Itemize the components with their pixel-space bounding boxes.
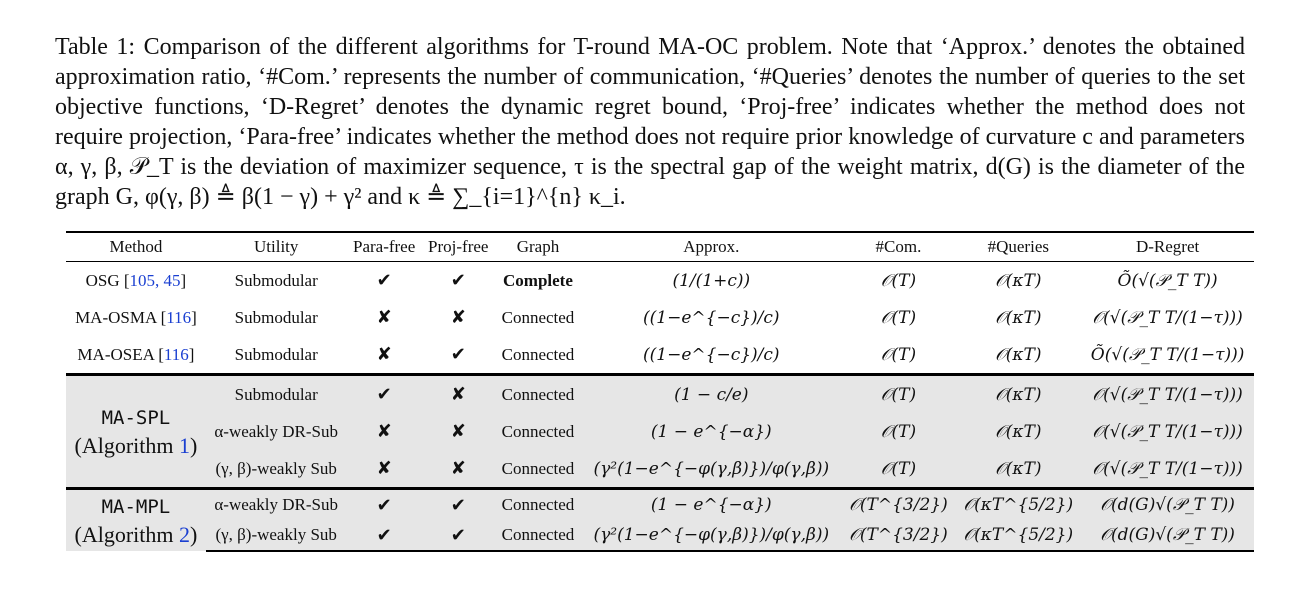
queries-cell: 𝒪(κT) (955, 450, 1082, 489)
dregret-cell: 𝒪(d(G)√(𝒫_T T)) (1081, 520, 1254, 552)
para-free-mark: ✘ (346, 413, 422, 450)
method-cell-ma-spl: MA-SPL (Algorithm 1) (66, 373, 206, 489)
dregret-cell: 𝒪(√(𝒫_T T/(1−τ))) (1081, 373, 1254, 413)
method-cell: MA-OSEA [116] (77, 344, 195, 364)
utility-cell: Submodular (234, 307, 318, 327)
utility-cell: Submodular (205, 373, 347, 413)
graph-cell: Connected (494, 373, 582, 413)
proj-free-mark: ✔ (450, 270, 466, 291)
approx-cell: (γ²(1−e^{−φ(γ,β)})/φ(γ,β)) (581, 450, 842, 489)
com-cell: 𝒪(T^{3/2}) (841, 487, 956, 520)
col-graph: Graph (494, 231, 582, 262)
proj-free-mark: ✘ (421, 373, 495, 413)
method-cell: OSG [105, 45] (85, 270, 187, 290)
com-cell: 𝒪(T) (841, 373, 956, 413)
table-header-row: Method Utility Para-free Proj-free Graph… (66, 231, 1254, 262)
utility-cell: Submodular (234, 270, 318, 290)
col-approx: Approx. (581, 231, 842, 262)
table-row: MA-MPL (Algorithm 2) α-weakly DR-Sub ✔ ✔… (66, 487, 1254, 551)
col-dregret: D-Regret (1081, 231, 1254, 262)
graph-cell: Connected (494, 413, 582, 450)
com-cell: 𝒪(T) (880, 307, 917, 328)
queries-cell: 𝒪(κT) (955, 373, 1082, 413)
algorithm-link[interactable]: 2 (179, 521, 190, 547)
utility-cell: (γ, β)-weakly Sub (205, 450, 347, 489)
approx-cell: ((1−e^{−c})/c) (643, 307, 780, 328)
com-cell: 𝒪(T^{3/2}) (841, 520, 956, 552)
graph-cell: Complete (503, 270, 573, 290)
table-row: MA-OSEA [116] Submodular ✘ ✔ Connected (… (66, 336, 1254, 375)
caption-label: Table 1: (55, 34, 136, 60)
para-free-mark: ✘ (376, 344, 392, 365)
com-cell: 𝒪(T) (841, 450, 956, 489)
approx-cell: (γ²(1−e^{−φ(γ,β)})/φ(γ,β)) (581, 520, 842, 552)
proj-free-mark: ✔ (421, 487, 495, 520)
com-cell: 𝒪(T) (880, 270, 917, 291)
queries-cell: 𝒪(κT) (995, 344, 1042, 365)
dregret-cell: 𝒪(√(𝒫_T T/(1−τ))) (1081, 450, 1254, 489)
graph-cell: Connected (501, 307, 575, 327)
proj-free-mark: ✘ (421, 413, 495, 450)
comparison-table: Method Utility Para-free Proj-free Graph… (66, 231, 1254, 552)
com-cell: 𝒪(T) (880, 344, 917, 365)
dregret-cell: 𝒪(d(G)√(𝒫_T T)) (1081, 487, 1254, 520)
para-free-mark: ✘ (376, 307, 392, 328)
utility-cell: Submodular (234, 344, 318, 364)
col-proj-free: Proj-free (421, 231, 495, 262)
algorithm-link[interactable]: 1 (179, 432, 190, 458)
utility-cell: (γ, β)-weakly Sub (205, 520, 347, 552)
proj-free-mark: ✔ (421, 520, 495, 552)
utility-cell: α-weakly DR-Sub (205, 413, 347, 450)
queries-cell: 𝒪(κT^{5/2}) (955, 520, 1082, 552)
para-free-mark: ✔ (346, 373, 422, 413)
queries-cell: 𝒪(κT) (955, 413, 1082, 450)
citation-link[interactable]: 116 (163, 344, 189, 364)
approx-cell: (1/(1+c)) (672, 270, 751, 291)
col-utility: Utility (205, 231, 347, 262)
citation-link[interactable]: 116 (166, 307, 192, 327)
col-com: #Com. (841, 231, 956, 262)
approx-cell: ((1−e^{−c})/c) (643, 344, 780, 365)
citation-link[interactable]: 105, 45 (129, 270, 181, 290)
method-cell: MA-OSMA [116] (75, 307, 197, 327)
para-free-mark: ✔ (346, 520, 422, 552)
para-free-mark: ✔ (376, 270, 392, 291)
graph-cell: Connected (494, 487, 582, 520)
graph-cell: Connected (494, 520, 582, 552)
approx-cell: (1 − e^{−α}) (581, 413, 842, 450)
table-row: (γ, β)-weakly Sub ✔ ✔ Connected (γ²(1−e^… (66, 520, 1254, 552)
graph-cell: Connected (501, 344, 575, 364)
approx-cell: (1 − e^{−α}) (581, 487, 842, 520)
table-row: OSG [105, 45] Submodular ✔ ✔ Complete (1… (66, 262, 1254, 300)
dregret-cell: 𝒪(√(𝒫_T T/(1−τ))) (1092, 307, 1243, 328)
dregret-cell: Õ(√(𝒫_T T)) (1117, 270, 1218, 291)
com-cell: 𝒪(T) (841, 413, 956, 450)
queries-cell: 𝒪(κT^{5/2}) (955, 487, 1082, 520)
graph-cell: Connected (494, 450, 582, 489)
queries-cell: 𝒪(κT) (995, 307, 1042, 328)
col-queries: #Queries (955, 231, 1082, 262)
proj-free-mark: ✘ (450, 307, 466, 328)
method-cell-ma-mpl: MA-MPL (Algorithm 2) (66, 487, 206, 551)
table-row: MA-OSMA [116] Submodular ✘ ✘ Connected (… (66, 299, 1254, 336)
table-row: (γ, β)-weakly Sub ✘ ✘ Connected (γ²(1−e^… (66, 450, 1254, 489)
proj-free-mark: ✔ (450, 344, 466, 365)
table-row: α-weakly DR-Sub ✘ ✘ Connected (1 − e^{−α… (66, 413, 1254, 450)
para-free-mark: ✔ (346, 487, 422, 520)
dregret-cell: Õ(√(𝒫_T T/(1−τ))) (1090, 344, 1245, 365)
col-para-free: Para-free (346, 231, 422, 262)
approx-cell: (1 − c/e) (581, 373, 842, 413)
queries-cell: 𝒪(κT) (995, 270, 1042, 291)
proj-free-mark: ✘ (421, 450, 495, 489)
para-free-mark: ✘ (346, 450, 422, 489)
table-row: MA-SPL (Algorithm 1) Submodular ✔ ✘ Conn… (66, 373, 1254, 489)
caption-text: Comparison of the different algorithms f… (55, 34, 1245, 210)
col-method: Method (66, 231, 206, 262)
utility-cell: α-weakly DR-Sub (205, 487, 347, 520)
table-caption: Table 1: Comparison of the different alg… (55, 32, 1245, 212)
dregret-cell: 𝒪(√(𝒫_T T/(1−τ))) (1081, 413, 1254, 450)
